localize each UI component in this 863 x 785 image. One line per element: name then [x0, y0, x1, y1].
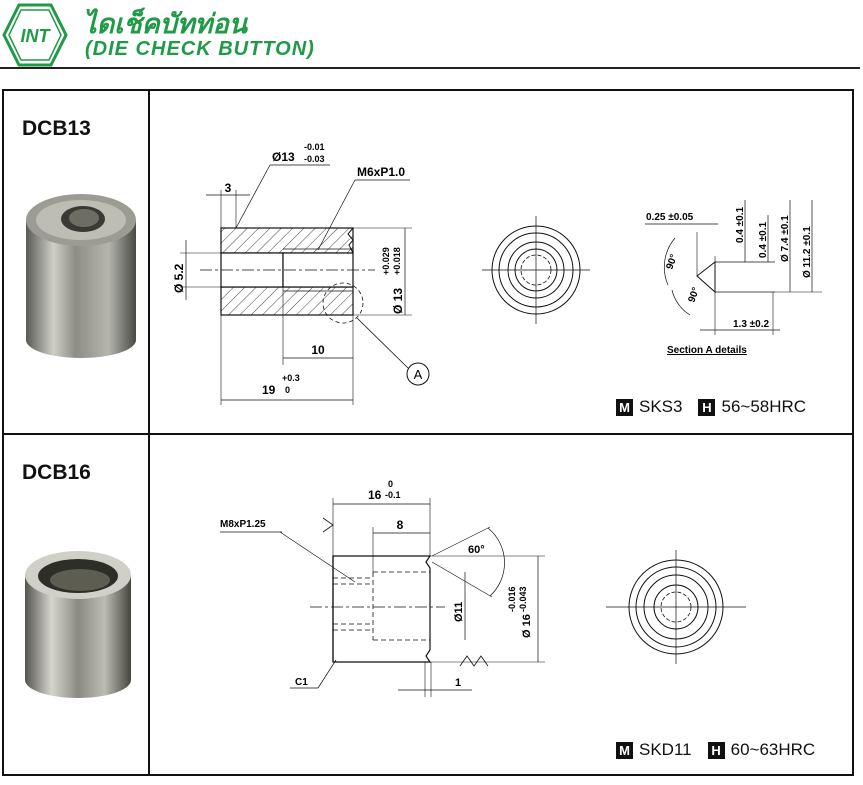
product-photo-dcb16: [25, 551, 131, 698]
page-header: INT ไดเช็คบัทท่อน (DIE CHECK BUTTON): [0, 0, 863, 70]
spec-dcb16: M SKD11 H 60~63HRC: [616, 740, 815, 760]
dim-d13: Ø13: [272, 150, 295, 164]
end-view-dcb16: [606, 550, 746, 664]
hardness-value: 60~63HRC: [730, 740, 816, 759]
int-logo-icon: INT: [2, 3, 68, 67]
dim-d13b: Ø 13: [391, 288, 405, 314]
spec-dcb13: M SKS3 H 56~58HRC: [616, 397, 806, 417]
dim-len16-tol-low: -0.1: [385, 490, 401, 500]
dim-thread-m8: M8xP1.25: [220, 519, 266, 530]
section-a-title: Section A details: [667, 345, 747, 356]
sec-angle-2: 90°: [686, 286, 702, 304]
dim-d13b-tol-up: +0.029: [381, 247, 391, 275]
material-badge: M: [616, 741, 633, 759]
dim-d52: Ø 5.2: [172, 263, 186, 293]
sec-dim-025: 0.25 ±0.05: [646, 212, 694, 223]
product-photo-dcb13: [26, 194, 136, 358]
dim-d16-tol-up: -0.016: [507, 586, 517, 612]
hardness-badge: H: [698, 398, 716, 416]
header-divider: [0, 67, 860, 69]
sec-dim-112: Ø 11.2 ±0.1: [802, 226, 813, 278]
dim-d13-tol-low: -0.03: [304, 154, 325, 164]
dim-angle-60: 60°: [468, 544, 485, 556]
sec-dim-04a: 0.4 ±0.1: [735, 206, 746, 243]
dim-d13-tol-up: -0.01: [304, 142, 325, 152]
dim-d13b-tol-low: +0.018: [392, 247, 402, 275]
dim-len8: 8: [397, 518, 404, 532]
table-row-divider: [2, 433, 854, 435]
technical-drawing-dcb13: A 3 Ø13 -0.01 -0.03 M6xP1.0 Ø 5.2 Ø 13 +…: [172, 142, 822, 405]
dim-len16: 16: [368, 488, 382, 502]
sec-dim-74: Ø 7.4 ±0.1: [780, 215, 791, 262]
material-value: SKD11: [639, 740, 692, 759]
product-table: [2, 89, 854, 776]
dim-thread-m6: M6xP1.0: [357, 165, 405, 179]
logo-text: INT: [21, 26, 52, 46]
hardness-badge: H: [707, 741, 725, 759]
sec-dim-13: 1.3 ±0.2: [733, 319, 770, 330]
dim-len16-tol-up: 0: [388, 479, 393, 489]
page-title-english: (DIE CHECK BUTTON): [85, 38, 315, 60]
dim-len10: 10: [311, 343, 325, 357]
sec-dim-04b: 0.4 ±0.1: [758, 221, 769, 258]
model-label-dcb13: DCB13: [22, 117, 91, 140]
material-badge: M: [616, 398, 633, 416]
dim-len1: 1: [455, 677, 461, 689]
end-view-dcb13: [482, 216, 590, 324]
section-a-detail: 0.25 ±0.05 90° 90° 0.4 ±0.1 0.4 ±0.1 Ø 7…: [645, 200, 822, 356]
dim-d16-tol-low: -0.043: [518, 586, 528, 612]
dim-3: 3: [225, 181, 232, 195]
dim-c1: C1: [295, 677, 308, 688]
material-value: SKS3: [639, 397, 683, 416]
sec-angle-1: 90°: [664, 253, 680, 271]
table-column-divider: [148, 89, 150, 776]
callout-a-label: A: [414, 367, 423, 382]
technical-drawing-dcb16: 16 0 -0.1 8 M8xP1.25 60° Ø11 Ø 16 -0.016…: [220, 479, 746, 697]
dim-d16: Ø 16: [521, 614, 533, 638]
dim-len19-tol-low: 0: [285, 385, 290, 395]
dim-d11: Ø11: [453, 602, 465, 622]
dim-len19-tol-up: +0.3: [282, 373, 300, 383]
page-title-thai: ไดเช็คบัทท่อน: [83, 9, 248, 40]
model-label-dcb16: DCB16: [22, 461, 91, 484]
hardness-value: 56~58HRC: [721, 397, 807, 416]
dim-len19: 19: [262, 383, 276, 397]
